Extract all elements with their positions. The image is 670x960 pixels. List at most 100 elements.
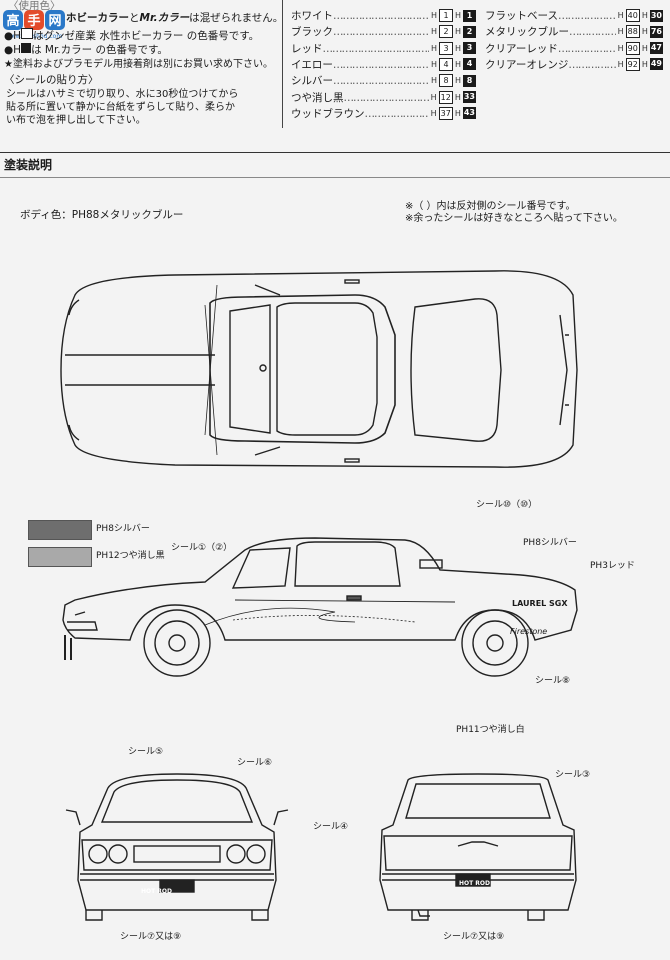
h-letter: H [430,27,437,37]
note-opposite-side: ※（ ）内は反対側のシール番号です。 [405,201,576,212]
h-letter: H [641,27,648,37]
color-row: メタリックブルーH88H76 [485,24,663,39]
site-logo: 高 手 网 www.gaoshou.com [2,7,66,40]
hobby-color-number: 8 [438,74,453,88]
color-row: シルバーH8H8 [291,73,476,88]
color-name: フラットベース [485,8,616,23]
mr-color-number: 2 [463,25,476,38]
mr-color-number: 76 [649,25,663,38]
hobby-color-number: 40 [625,9,640,22]
svg-text:www.gaoshou.com: www.gaoshou.com [6,33,63,39]
hobby-color-number: 88 [625,25,640,39]
header-line1: ホビーカラーとMr.カラーは混ぜられません。 [66,12,283,25]
header-divider [282,0,283,128]
brand-mr-color: Mr.カラー [139,12,190,24]
car-front-view [65,773,289,921]
swatch-silver [28,520,92,540]
section-rule [0,152,670,153]
decal-line1: シールはハサミで切り取り、水に30秒位つけてから [6,89,239,100]
white-box-icon [21,28,34,39]
h-letter: H [617,11,624,20]
car-top-view [60,270,578,468]
h-letter: H [454,108,461,118]
label-front-seal7or9: シール⑦又は⑨ [120,932,182,942]
color-row: クリアーオレンジH92H49 [485,57,663,72]
hobby-color-number: 4 [438,57,453,71]
mr-color-number: 30 [649,9,663,22]
color-row: つや消し黒H12H33 [291,90,476,105]
svg-text:手: 手 [27,13,40,29]
mr-color-number: 8 [463,74,476,87]
note-leftover: ※余ったシールは好きなところへ貼って下さい。 [405,213,623,224]
color-row: ブラックH2H2 [291,24,476,39]
label-seal10: シール⑩（⑩） [476,500,538,510]
h-letter: H [430,92,437,102]
hobby-color-number: 1 [438,9,453,22]
h-prefix: ●H [4,30,22,42]
car-side-view [62,537,578,677]
decal-line2: 貼る所に置いて静かに台紙をずらして貼り、柔らか [6,102,235,113]
label-laurel-decal: LAUREL SGX [512,599,568,608]
label-firestone: Firestone [510,627,548,636]
h-letter: H [430,59,437,69]
h-letter: H [617,27,624,37]
mr-color-number: 47 [649,42,663,55]
h-letter: H [454,43,461,53]
h-letter: H [430,11,437,20]
hobby-color-number: 3 [438,41,453,55]
label-seal5: シール⑤ [128,747,164,757]
label-seal6: シール⑥ [237,758,273,768]
label-matte-white: PH11つや消し白 [456,725,525,735]
color-name: メタリックブルー [485,24,616,39]
section-title: 塗装説明 [4,158,53,172]
color-name: クリアーレッド [485,41,616,56]
swatch-matte-black [28,547,92,567]
hobby-color-number: 12 [438,90,453,104]
h-letter: H [430,108,437,118]
mr-color-number: 1 [463,9,476,22]
color-row: ホワイトH1H1 [291,8,476,23]
h-letter: H [454,76,461,86]
color-name: レッド [291,41,429,56]
color-row: フラットベースH40H30 [485,8,663,23]
color-row: ウッドブラウンH37H43 [291,106,476,121]
decal-title: 〈シールの貼り方〉 [4,74,99,86]
h-letter: H [454,59,461,69]
header-line1-tail: は混ぜられません。 [189,12,284,24]
hobby-color-number: 90 [625,41,640,55]
mr-color-number: 4 [463,58,476,71]
color-name: つや消し黒 [291,90,429,105]
connector-text: と [129,12,140,24]
header-line4: ★塗料およびプラモデル用接着剤は別にお買い求め下さい。 [4,59,273,70]
brand-hobby-color: ホビーカラー [66,12,129,24]
color-row: レッドH3H3 [291,41,476,56]
h-letter: H [430,43,437,53]
legend-matte-black-label: PH12つや消し黒 [96,551,165,561]
body-color-label: ボディ色：PH88メタリックブルー [20,209,184,221]
label-seal4: シール④ [313,822,349,832]
color-name: イエロー [291,57,429,72]
color-name: クリアーオレンジ [485,57,616,72]
hobby-color-number: 37 [438,106,453,120]
h-letter: H [617,43,624,53]
svg-text:网: 网 [48,14,61,29]
label-seal1: シール①（②） [171,543,233,553]
black-box-icon [21,43,32,53]
section-rule-2 [0,177,670,178]
label-silver: PH8シルバー [523,538,577,548]
decal-line3: い布で泡を押し出して下さい。 [6,115,146,126]
mr-color-number: 43 [462,107,476,120]
label-seal3: シール③ [555,770,591,780]
h-letter: H [454,92,461,102]
hobby-color-number: 2 [438,25,453,39]
front-plate-label: HOT ROD [141,888,173,895]
